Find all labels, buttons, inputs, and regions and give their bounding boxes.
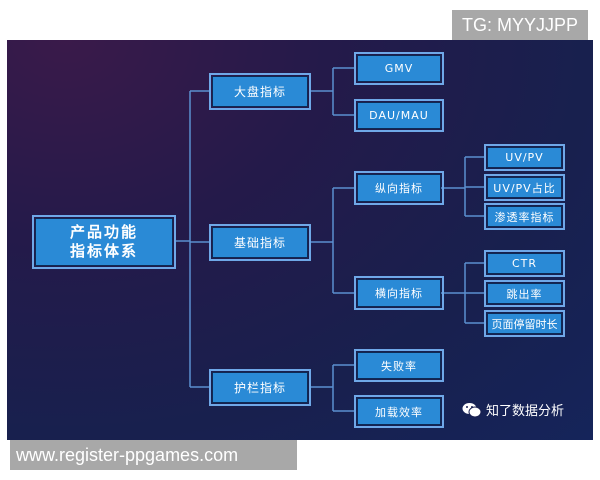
watermark-text: 知了数据分析 [486,404,565,419]
node-zongxiang: 纵向指标 [354,171,444,205]
node-tingliushichang: 页面停留时长 [484,310,565,337]
node-hengxiang: 横向指标 [354,276,444,310]
node-dapan: 大盘指标 [209,73,311,110]
node-hulan: 护栏指标 [209,369,311,406]
connector-jichu [310,187,356,294]
node-root: 产品功能 指标体系 [32,215,176,269]
root-line-1: 产品功能 [69,223,138,241]
node-jichu: 基础指标 [209,224,311,261]
node-shentoulv: 渗透率指标 [484,203,565,230]
node-dau-mau: DAU/MAU [354,99,444,132]
node-tiaochulv: 跳出率 [484,280,565,307]
connector-root [175,90,211,388]
connector-hengxiang [441,262,486,324]
watermark: 知了数据分析 [462,400,564,419]
overlay-top-label: TG: MYYJJPP [452,10,588,40]
node-uv-pv-ratio: UV/PV占比 [484,174,565,201]
node-shibailv: 失败率 [354,349,444,382]
node-ctr: CTR [484,250,565,277]
overlay-url-label: www.register-ppgames.com [10,440,297,470]
root-line-2: 指标体系 [69,242,138,260]
node-gmv: GMV [354,52,444,85]
node-jiazaixiaolv: 加载效率 [354,395,444,428]
connector-hulan [310,364,356,412]
connector-dapan [310,67,356,116]
connector-zongxiang [441,156,486,217]
wechat-icon [462,402,482,418]
node-uv-pv: UV/PV [484,144,565,171]
